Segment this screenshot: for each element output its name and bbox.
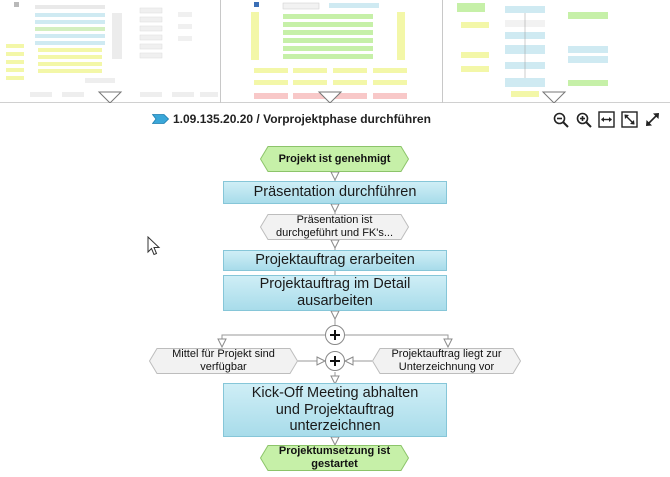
overview-thumbnails (0, 0, 670, 103)
start-event-label: Projekt ist genehmigt (278, 152, 391, 165)
start-event[interactable]: Projekt ist genehmigt (260, 146, 409, 172)
event-label-line: Projektauftrag liegt zur (391, 348, 502, 361)
thumbnail-2-preview (251, 2, 407, 103)
fit-page-icon (621, 111, 638, 128)
zoom-out-button[interactable] (551, 110, 570, 129)
function-label-line: unterzeichnen (289, 418, 381, 435)
thumbnail-divider (220, 0, 221, 103)
process-name: Vorprojektphase durchführen (263, 112, 431, 126)
event-label-line: verfügbar (200, 361, 247, 373)
zoom-in-button[interactable] (574, 110, 593, 129)
thumbnail-3[interactable] (443, 0, 670, 103)
title-separator: / (253, 112, 264, 126)
function-label-line: ausarbeiten (297, 293, 373, 309)
event-label-line: Projektumsetzung ist (278, 445, 391, 458)
function-projektauftrag-erarbeiten[interactable]: Projektauftrag erarbeiten (223, 250, 447, 271)
diagram-connectors (217, 171, 453, 447)
function-label: Projektauftrag erarbeiten (255, 252, 415, 269)
thumbnail-2[interactable] (221, 0, 442, 103)
zoom-in-icon (576, 112, 592, 128)
and-gateway-join[interactable] (325, 351, 345, 371)
fullscreen-button[interactable] (643, 110, 662, 129)
function-label-line: Projektauftrag im Detail (259, 276, 411, 293)
event-label-line: Mittel für Projekt sind (172, 348, 275, 361)
title-wrap: 1.09.135.20.20 / Vorprojektphase durchfü… (152, 112, 431, 126)
process-tag-icon (152, 114, 169, 124)
process-id: 1.09.135.20.20 (173, 112, 254, 126)
and-gateway-split[interactable] (325, 325, 345, 345)
view-toolbar (551, 110, 662, 129)
fit-page-button[interactable] (620, 110, 639, 129)
event-shape (260, 146, 409, 172)
page-title: 1.09.135.20.20 / Vorprojektphase durchfü… (173, 112, 431, 126)
function-label: Präsentation durchführen (253, 184, 417, 201)
fit-width-icon (598, 111, 615, 128)
plus-icon (330, 356, 340, 366)
event-shape (260, 445, 409, 471)
fullscreen-icon (646, 113, 659, 126)
thumbnail-3-preview (457, 3, 608, 103)
function-praesentation[interactable]: Präsentation durchführen (223, 181, 447, 204)
title-bar: 1.09.135.20.20 / Vorprojektphase durchfü… (0, 104, 670, 134)
process-diagram: Projekt ist genehmigt Präsentation durch… (0, 134, 670, 477)
thumbnail-1-preview (6, 2, 218, 103)
mouse-cursor-icon (147, 236, 161, 256)
event-label-line: Präsentation ist (296, 214, 373, 227)
event-label-line: Unterzeichnung vor (398, 361, 495, 373)
event-shape (149, 348, 298, 374)
fit-width-button[interactable] (597, 110, 616, 129)
function-label-line: Kick-Off Meeting abhalten (251, 384, 419, 401)
plus-icon (330, 330, 340, 340)
event-label-line: durchgeführt und FK's... (275, 227, 394, 239)
event-label-line: gestartet (311, 458, 358, 470)
function-label-line: und Projektauftrag (275, 401, 395, 418)
thumbnail-divider (442, 0, 443, 103)
thumbnail-1[interactable] (0, 0, 220, 103)
event-shape (260, 214, 409, 240)
zoom-out-icon (553, 112, 569, 128)
event-shape (372, 348, 521, 374)
